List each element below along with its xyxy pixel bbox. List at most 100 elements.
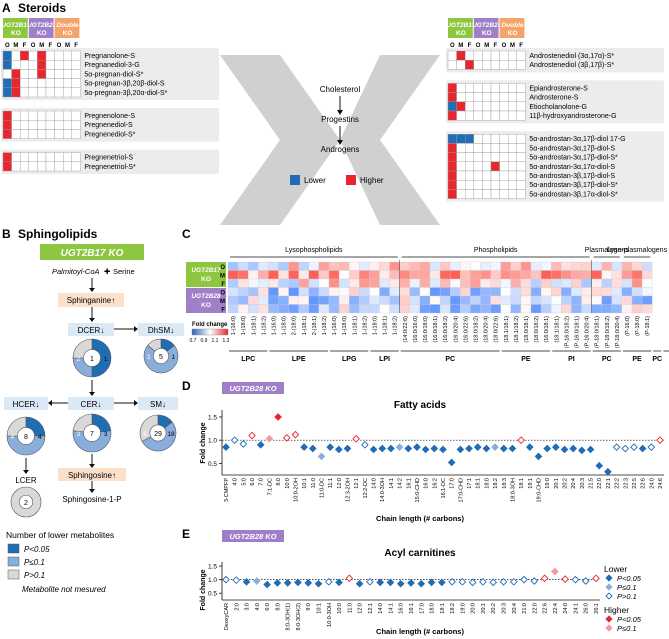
- heat-cell: [460, 278, 471, 288]
- heat-cell: [429, 304, 441, 314]
- heat-col-label: (P-16:0/20:4): [585, 316, 591, 348]
- dcer-label: DCER↓: [78, 326, 105, 335]
- steroid-cell: [11, 78, 21, 88]
- pie-legend-title: Number of lower metabolites: [6, 530, 114, 540]
- data-point: [447, 458, 456, 467]
- data-point: [430, 444, 439, 453]
- data-point: [456, 445, 465, 454]
- data-point: [517, 436, 525, 445]
- heat-cell: [561, 304, 572, 314]
- ko-header-name: Double: [56, 22, 78, 29]
- steroid-cell: [20, 69, 30, 79]
- heat-cell: [308, 287, 320, 297]
- ko-header-2: [54, 18, 80, 38]
- steroid-cell: [63, 78, 73, 88]
- x-tick-label: 20:4: [512, 603, 518, 614]
- heat-cell: [510, 261, 522, 271]
- steroid-cell: [11, 129, 21, 139]
- legend-mark: [605, 574, 613, 582]
- pie-label: 3: [77, 431, 81, 438]
- panel-e: E UGT2B28 KO Acyl carnitines Fold change…: [182, 527, 642, 636]
- col-label: M: [510, 43, 515, 49]
- steroid-cell: [28, 110, 38, 121]
- steroid-cell: [71, 87, 81, 98]
- data-point: [499, 577, 508, 586]
- heat-cell: [500, 261, 511, 271]
- x-tick-label: 19:0: [460, 603, 466, 614]
- heat-cell: [551, 295, 562, 305]
- ko-header-name: UGT2B28: [27, 22, 57, 29]
- steroid-cell: [447, 170, 457, 181]
- x-tick-label: 22:4: [553, 603, 559, 614]
- s1p: Sphingosine-1-P: [62, 495, 121, 504]
- y-tick-label: 1.0: [208, 438, 217, 445]
- data-point: [630, 443, 638, 451]
- heat-cell: [288, 261, 299, 271]
- steroid-cell: [516, 50, 526, 61]
- steroid-cell: [28, 161, 38, 172]
- col-label: F: [493, 43, 497, 49]
- x-tick-label: 16:0: [424, 478, 430, 489]
- data-point: [294, 578, 302, 587]
- steroid-cell: [447, 143, 457, 153]
- steroid-cell: [499, 161, 509, 172]
- steroid-cell: [447, 83, 457, 93]
- heat-cell: [248, 261, 259, 271]
- steroid-cell: [499, 143, 509, 153]
- heat-cell: [349, 287, 360, 297]
- heat-cell: [328, 304, 340, 314]
- steroid-cell: [482, 110, 492, 121]
- steroid-cell: [11, 152, 21, 163]
- steroid-cell: [71, 110, 81, 121]
- heat-cell: [278, 304, 289, 314]
- heat-cell: [359, 278, 370, 288]
- heat-cell: [611, 261, 623, 271]
- heat-cell: [601, 287, 612, 297]
- steroid-cell: [63, 60, 73, 70]
- steroid-cell: [516, 179, 526, 190]
- steroid-cell: [482, 133, 492, 144]
- steroid-cell: [37, 119, 47, 130]
- sphinganine-box: [58, 293, 124, 307]
- heat-cell: [581, 270, 592, 280]
- heat-cell: [359, 287, 370, 297]
- ko-header-sub: KO: [37, 30, 47, 37]
- heat-cell: [318, 270, 330, 280]
- steroid-cell: [447, 179, 457, 190]
- heat-cell: [530, 287, 542, 297]
- chevron-right: [340, 55, 440, 225]
- heat-cell: [268, 270, 279, 280]
- steroid-cell: [45, 50, 55, 61]
- steroid-cell: [499, 50, 509, 61]
- heat-col-label: 1-(18:1): [302, 316, 308, 335]
- heat-cell: [369, 304, 380, 314]
- heat-cell: [601, 261, 612, 271]
- heat-cell: [540, 278, 552, 288]
- heat-cell: [288, 304, 299, 314]
- heat-cell: [328, 278, 340, 288]
- panel-d-ko-badge: [222, 382, 284, 394]
- steroid-cell: [490, 92, 500, 102]
- data-point: [274, 413, 282, 421]
- x-tick-label: 7:1-DC: [267, 478, 273, 495]
- data-point: [530, 577, 539, 585]
- x-tick-label: 12:1: [354, 478, 360, 489]
- steroid-cell: [2, 69, 12, 79]
- heat-cell: [439, 304, 451, 314]
- heat-col-label: (16:0/18:0): [423, 316, 429, 343]
- y-tick-label: 0.5: [208, 591, 217, 598]
- heat-cell: [490, 295, 501, 305]
- heat-cell: [409, 295, 421, 305]
- heat-cell: [551, 261, 562, 271]
- heat-cell: [349, 295, 360, 305]
- data-point: [551, 567, 559, 576]
- heat-cell: [258, 287, 269, 297]
- steroid-label: 5α-androstan-3β,17β-diol-S*: [529, 182, 618, 189]
- heat-cell: [409, 270, 421, 280]
- heat-cell: [237, 304, 249, 314]
- heat-cell: [429, 287, 441, 297]
- heat-col-label: 2-(18:1): [312, 316, 318, 335]
- heat-cell: [308, 278, 320, 288]
